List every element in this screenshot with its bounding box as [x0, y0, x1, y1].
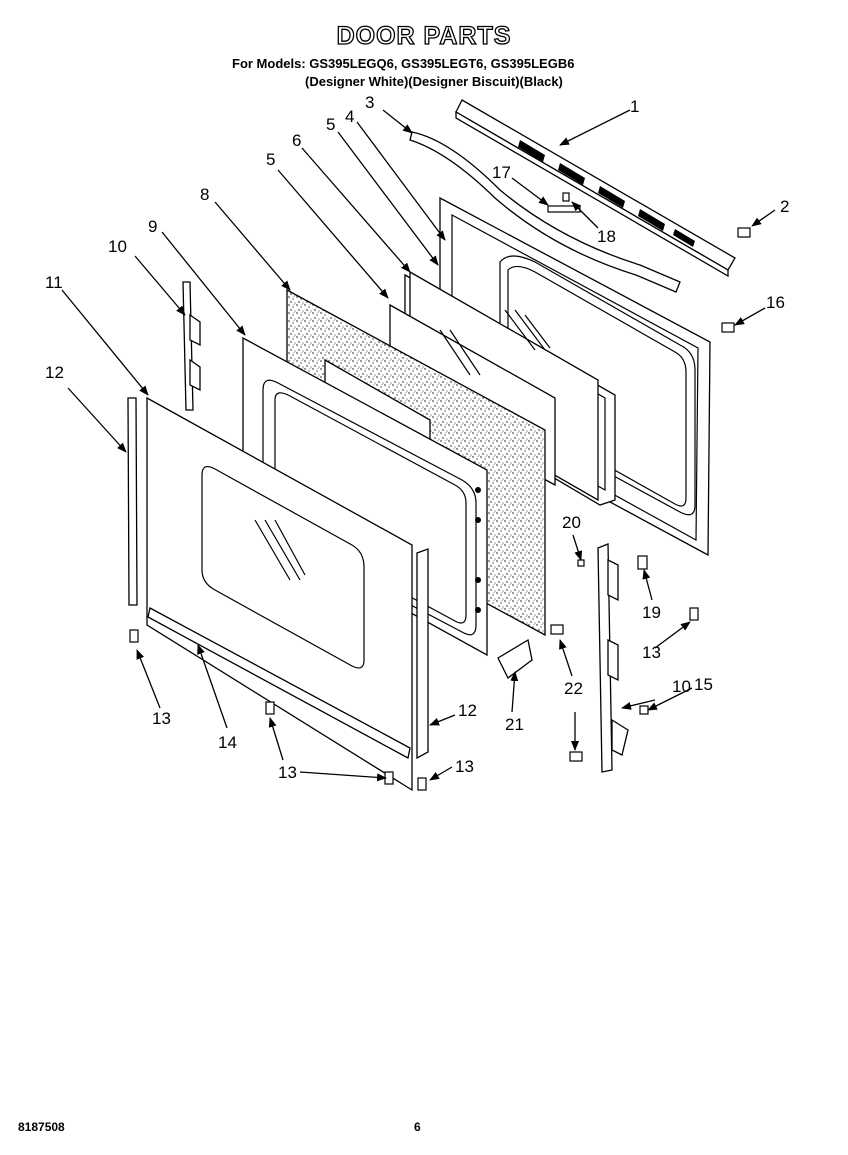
callout-3: 3	[365, 93, 374, 112]
part-hinge-bracket-right	[597, 543, 629, 773]
doc-number: 8187508	[18, 1120, 65, 1134]
callout-16: 16	[766, 293, 785, 312]
page-number: 6	[414, 1120, 421, 1134]
callout-10b: 10	[672, 677, 691, 696]
callout-13c: 13	[455, 757, 474, 776]
callout-5b: 5	[266, 150, 275, 169]
part-front-door-panel	[146, 396, 413, 792]
callout-4: 4	[345, 107, 354, 126]
callout-2: 2	[780, 197, 789, 216]
part-hinge-plate	[497, 638, 533, 679]
callout-12a: 12	[45, 363, 64, 382]
part-top-vent-trim	[455, 99, 736, 278]
screws	[129, 192, 751, 791]
colors-line: (Designer White)(Designer Biscuit)(Black…	[305, 74, 563, 89]
callout-8: 8	[200, 185, 209, 204]
callout-21: 21	[505, 715, 524, 734]
part-top-trim-strip	[409, 131, 681, 293]
callout-19: 19	[642, 603, 661, 622]
callout-12b: 12	[458, 701, 477, 720]
callout-14: 14	[218, 733, 237, 752]
callout-22: 22	[564, 679, 583, 698]
callout-10a: 10	[108, 237, 127, 256]
callout-18: 18	[597, 227, 616, 246]
page-title: DOOR PARTS	[336, 21, 512, 50]
callout-labels: 1 2 3 4 5 5 6 8 9 10 10 11 12 12 13 13 1…	[45, 93, 789, 782]
callout-9: 9	[148, 217, 157, 236]
callout-17: 17	[492, 163, 511, 182]
callout-6: 6	[292, 131, 301, 150]
callout-13a: 13	[152, 709, 171, 728]
callout-1: 1	[630, 97, 639, 116]
part-bottom-trim	[147, 607, 411, 759]
callout-20: 20	[562, 513, 581, 532]
models-line: For Models: GS395LEGQ6, GS395LEGT6, GS39…	[232, 56, 575, 71]
callout-11: 11	[45, 273, 63, 292]
callout-13b: 13	[278, 763, 297, 782]
part-side-trim-right	[416, 548, 429, 760]
part-side-trim-left	[127, 397, 138, 606]
part-hinge-bracket-left	[182, 281, 201, 411]
callout-13d: 13	[642, 643, 661, 662]
callout-15: 15	[694, 675, 713, 694]
callout-5a: 5	[326, 115, 335, 134]
leader-lines	[61, 109, 776, 782]
